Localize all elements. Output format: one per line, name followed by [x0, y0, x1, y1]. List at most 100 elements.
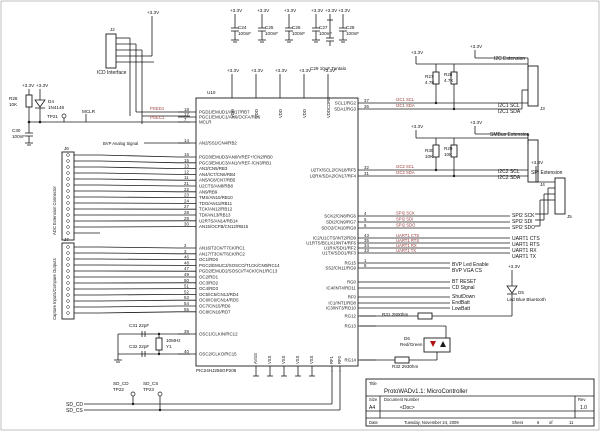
mcu-left-pin-num: 47 — [184, 266, 189, 271]
mcu-left-pin-num: 52 — [184, 289, 189, 294]
mcu-right-pin-name: RG0 — [347, 280, 357, 285]
icd-supply: +3.3V — [147, 10, 160, 15]
mcu-left-pin-num: 28 — [184, 210, 189, 215]
r27-value: 4.7K — [425, 80, 435, 85]
decoup-supply: +3.3V — [284, 8, 297, 13]
mcu-left-pin-num: 51 — [184, 284, 189, 289]
spi-header — [554, 177, 566, 215]
capture-ref: J7 — [64, 237, 69, 242]
adc-ref: J6 — [64, 146, 69, 151]
mcu-left-pin-name: OSC1/CLKIN/RC12 — [199, 332, 238, 337]
mcu-top-pin: VDD — [254, 109, 259, 118]
mcu-left-pin-name: AN9/RB9 — [199, 189, 218, 194]
net-uart: UART1 CTS — [396, 233, 419, 238]
uart-rts-label: UART1 RTS — [512, 242, 540, 248]
tantalum-label: C29 10uF Tantalo — [310, 66, 347, 71]
sd-cd-tp-label: SD_CD — [113, 381, 129, 386]
mcu-supply: +3.3V — [251, 68, 264, 73]
shutdown-label: ShutDown — [452, 294, 475, 300]
mcu-left-pin-num: 22 — [184, 187, 189, 192]
i2c-supply1: +3.3V — [411, 50, 424, 55]
i2c-ref: J3 — [540, 106, 545, 111]
icd-header — [105, 33, 117, 69]
smbus-supply1: +3.3V — [411, 124, 424, 129]
tp22-label: TP22 — [113, 387, 124, 392]
r30-value: 10K — [425, 154, 434, 159]
mcu-body — [195, 97, 359, 367]
mcu-right-pin-num: 6 — [364, 223, 367, 228]
uart-labels: UART1 CTS UART1 RTS UART1 RX UART1 TX — [512, 236, 540, 260]
bvp-vga-label: BVP VGA CS — [452, 268, 483, 274]
docnum-value: <Doc> — [400, 405, 415, 411]
mcu-left-pin-num: 13 — [184, 164, 189, 169]
title-frame — [365, 378, 595, 427]
mcu-left-pin-num: 11 — [184, 175, 189, 180]
diode-icon — [34, 99, 46, 108]
mcu-left-pin-name: OC4/RD3 — [199, 286, 219, 291]
smbus-extension: SMBus Extension J4 +3.3V +3.3V R30 10K R… — [411, 120, 545, 187]
mcu-right-pin-num: 33 — [364, 248, 369, 253]
mcu-left-pin-name: U2CTS/AN8/RB8 — [199, 184, 233, 189]
mcu-supply: +3.3V — [299, 68, 312, 73]
mcu-right-pin-name: U1RX/SDI1/RF2 — [324, 246, 357, 251]
mcu-bottom-pin: RF0 — [337, 355, 342, 364]
mcu-left-pin-name: PGC3/EMUC3/AN1/VREF-/CN3/RB1 — [199, 160, 272, 165]
mcu-left-pin-name: OC2/RD1 — [199, 275, 219, 280]
adc-label: ADC Extension Connector — [52, 186, 57, 235]
mcu-left-pin-name: TCK/AN12/RB12 — [199, 207, 233, 212]
of-value: 11 — [569, 420, 574, 425]
spi-sdo-label: SPI2 SDO — [512, 225, 535, 231]
decoup-ref: C28 — [346, 25, 355, 30]
mcu-left-pin-num: 18 — [184, 107, 189, 112]
size-value: A4 — [369, 405, 375, 411]
r27-label: R27 — [425, 74, 434, 79]
mcu-left-pin-num: 50 — [184, 278, 189, 283]
mcu-right-pin-num: 35 — [364, 238, 369, 243]
uart-tx-label: UART1 TX — [512, 254, 537, 260]
mcu-supply: +3.3V — [275, 68, 288, 73]
mcu-left-pin-name: OC6/IC6/CN14/RD5 — [199, 298, 239, 303]
mcu-top-pin: VDD — [302, 109, 307, 118]
mcu-supply: +3.3V — [227, 68, 240, 73]
r32-label: R32 2930hm — [392, 364, 418, 369]
d6-body — [423, 337, 451, 353]
mcu-left-pin-name: MCLR — [199, 120, 211, 125]
mcu-left-pin-num: 24 — [184, 198, 189, 203]
sd-cs-tp-label: SD_CS — [143, 381, 158, 386]
rev-value: 1.0 — [580, 405, 587, 411]
title-value: ProtoWADv1.1: MicroController — [384, 389, 467, 395]
decoup-supply: +3.3V — [338, 8, 351, 13]
net-i2c1-scl: I2C1 SCL — [396, 97, 415, 102]
mcu-bottom-pin: VSS — [267, 355, 272, 364]
d6-label: D6 — [404, 336, 410, 341]
decoup-value: 100nF — [319, 31, 332, 36]
net-pged1: PGED1 — [150, 106, 165, 111]
docnum-label: Document Number — [384, 397, 420, 402]
d6-desc: Red/Green — [400, 342, 423, 347]
mcu-bottom-pin: VSS — [295, 355, 300, 364]
spi-supply: +3.3V — [531, 160, 544, 165]
r31-label: R31 2800hm — [382, 312, 408, 317]
r29-value: 10K — [444, 152, 453, 157]
mcu-bottom-pin: AVSS — [253, 353, 258, 364]
net-uart: UART1 RX — [396, 243, 417, 248]
smbus-title: SMBus Extension — [490, 132, 530, 138]
mcu-right-pin-num: 43 — [364, 233, 369, 238]
reset-network: +3.3V R28 10K +3.3V D4 1N4148 TP21 MCLR … — [9, 83, 190, 146]
led-blue-icon — [506, 285, 518, 294]
spi-title: SPI Extension — [531, 170, 563, 176]
adc-connector: J6 ADC Extension Connector — [52, 146, 179, 241]
mcu-left-pin-name: TDO/AN11/RB11 — [199, 201, 233, 206]
sd-cs-label: SD_CS — [66, 408, 83, 414]
mcu-right-pin-name: U2TX/SCL2/CN18/RF5 — [311, 168, 357, 173]
decoup-value: 100nF — [346, 31, 359, 36]
tp23-label: TP23 — [143, 387, 154, 392]
mcu-left-pin-num: 21 — [184, 181, 189, 186]
r28-label: R28 — [9, 96, 18, 101]
mcu-left-pin-name: AN17/T3CK/T6CK/RC2 — [199, 251, 245, 256]
mcu-left-pin-num: 29 — [184, 216, 189, 221]
mcu-left-pin-name: OC1/RD0 — [199, 257, 219, 262]
crystal-icon — [155, 337, 163, 351]
